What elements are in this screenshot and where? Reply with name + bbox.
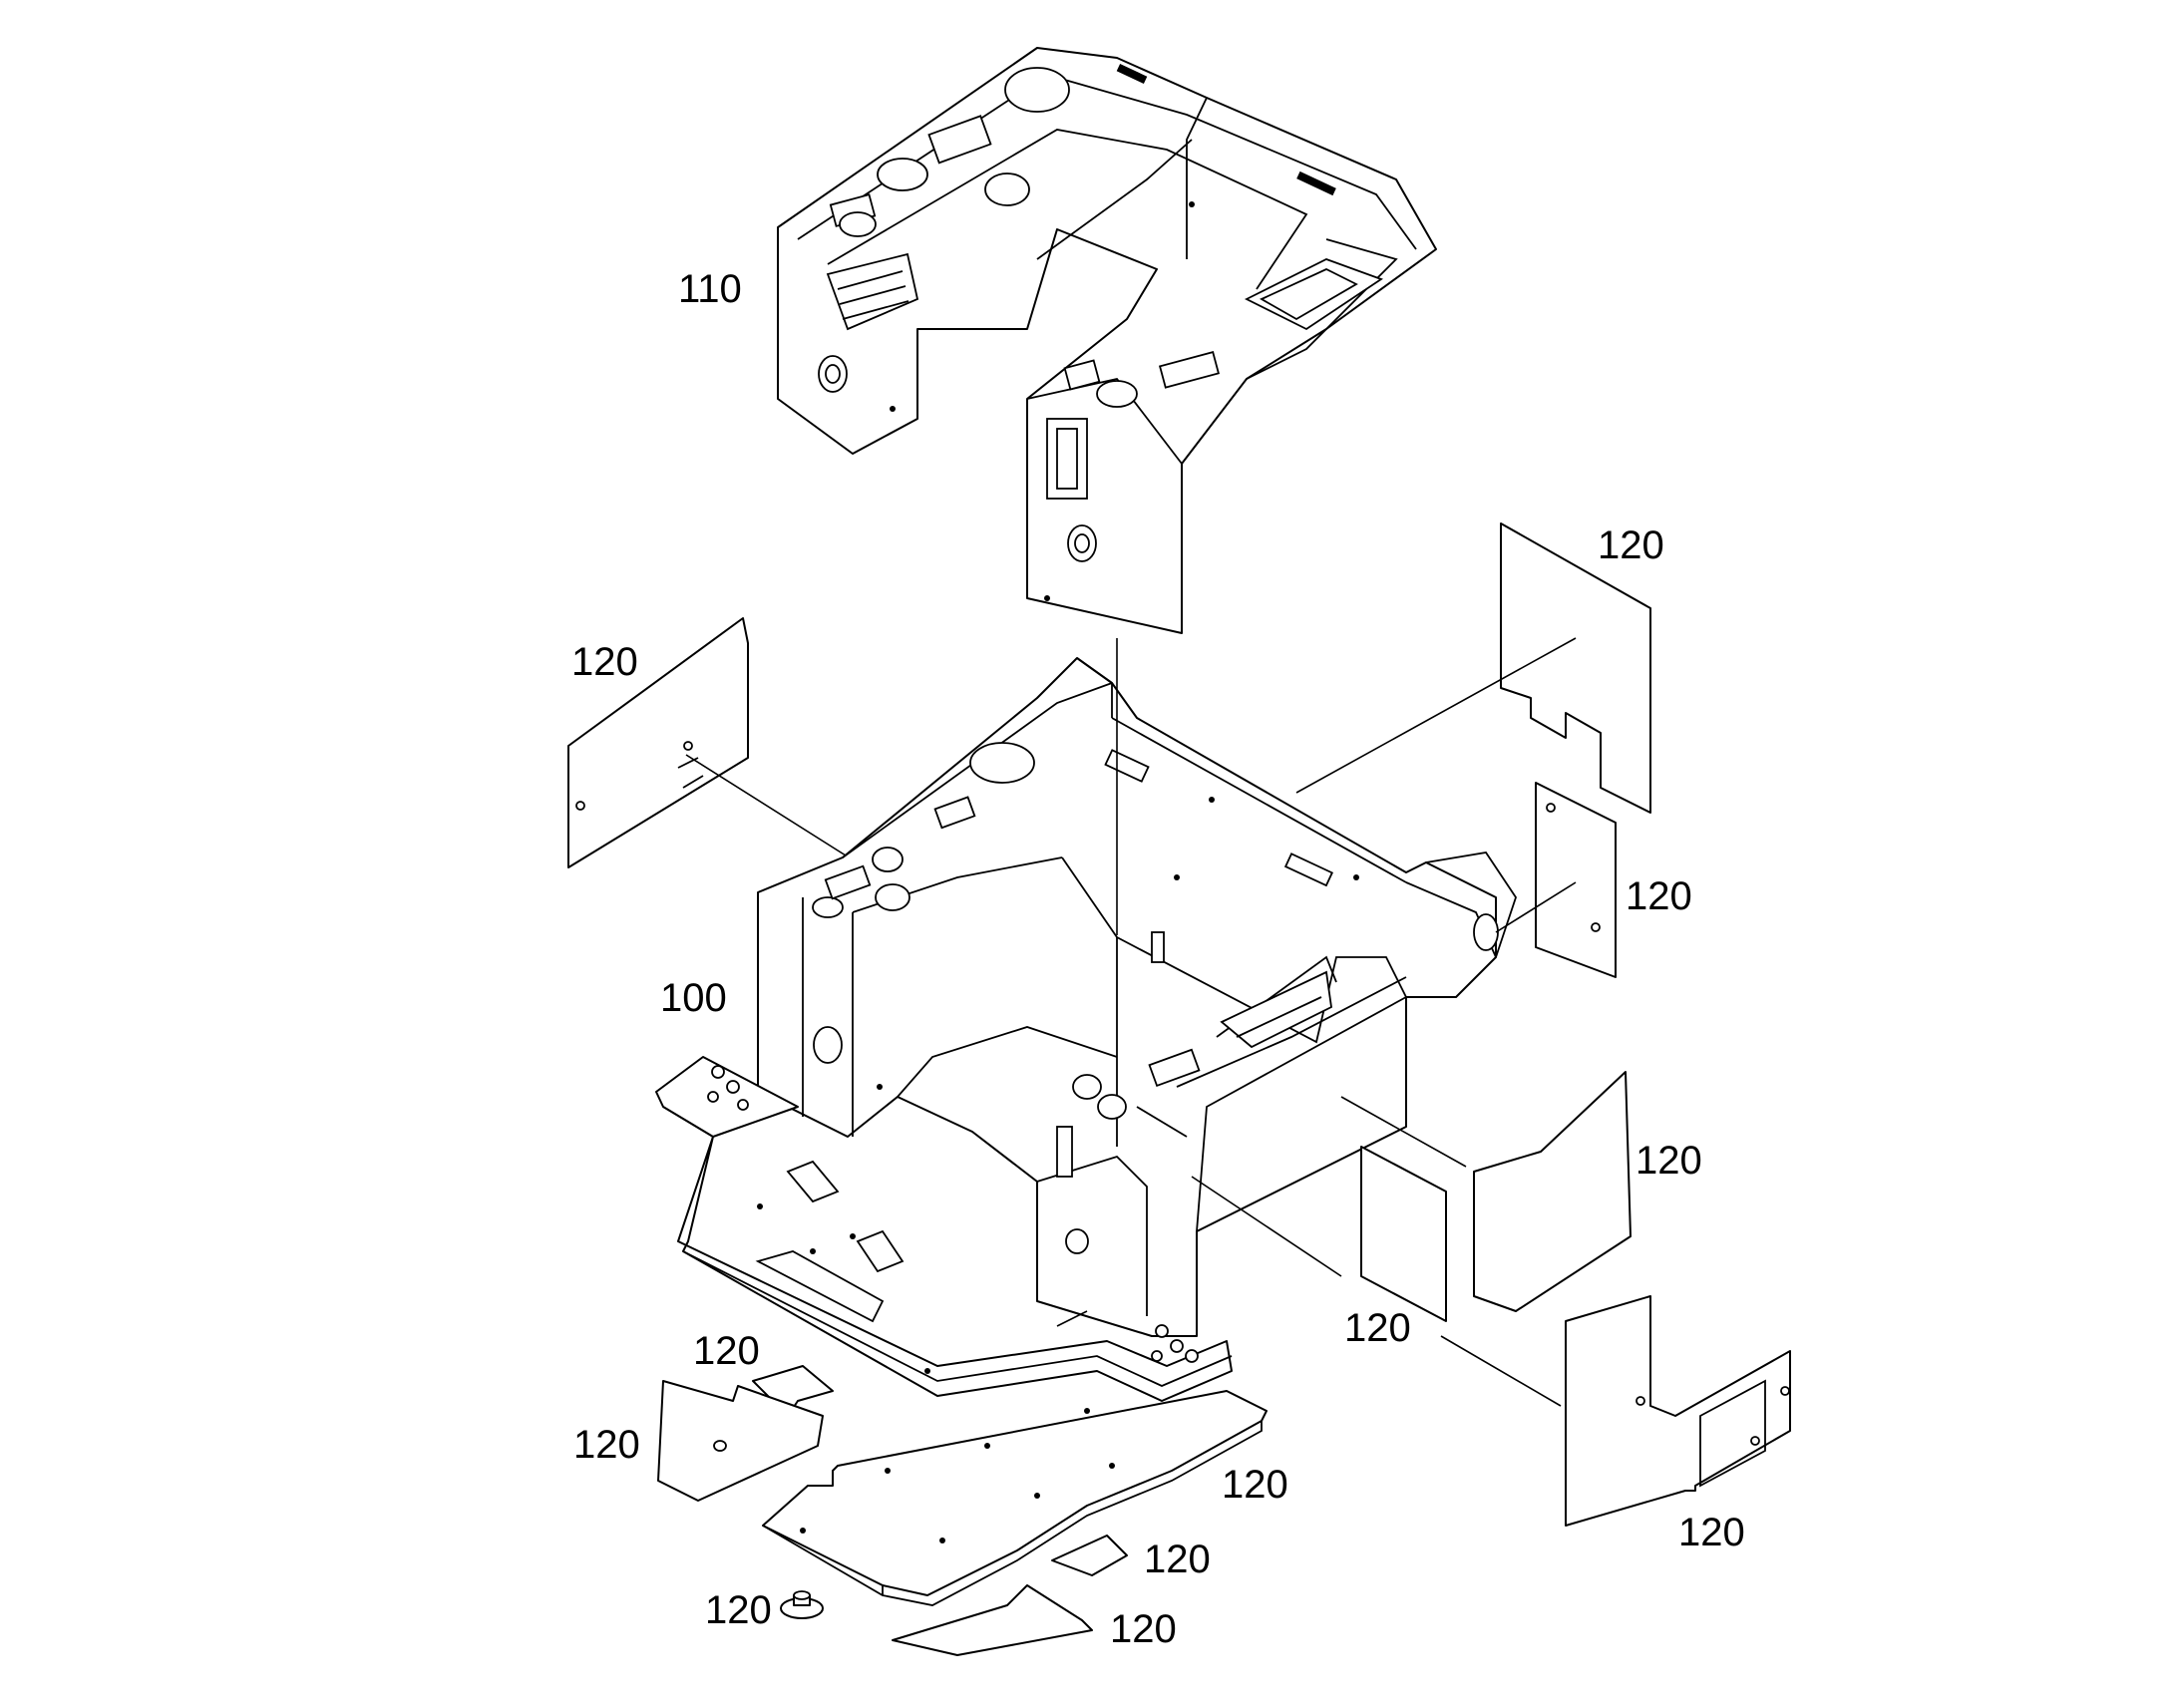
label-120-front-large: 120 <box>1635 1139 1702 1183</box>
panel-upper-right <box>1500 522 1651 814</box>
foot-mount <box>780 1590 824 1619</box>
panel-front-small <box>1360 1146 1447 1322</box>
floor-mat-panel <box>762 1390 1268 1606</box>
chassis-frame-part-100 <box>757 657 1517 1337</box>
assembly-lines <box>685 637 1577 1407</box>
label-120-bottom-strip: 120 <box>1110 1607 1177 1651</box>
label-120-lower-left: 120 <box>573 1423 640 1467</box>
label-120-foot: 120 <box>705 1588 772 1632</box>
label-100: 100 <box>660 976 727 1020</box>
console-frame-part-110 <box>777 47 1437 634</box>
label-120-front-small: 120 <box>1344 1306 1411 1350</box>
panel-lower-left <box>657 1380 824 1502</box>
label-120-floor-plate: 120 <box>1222 1463 1288 1507</box>
label-120-left-panel: 120 <box>571 640 638 684</box>
label-120-upper-right: 120 <box>1598 523 1664 567</box>
label-120-small-top: 120 <box>693 1329 760 1373</box>
pad-small-bottom <box>1051 1535 1128 1576</box>
label-120-rear-cover: 120 <box>1678 1511 1745 1554</box>
label-120-right-plate: 120 <box>1626 874 1692 918</box>
plate-right <box>1535 782 1617 978</box>
panel-rear-cover <box>1565 1295 1791 1527</box>
base-plate <box>655 1056 1233 1402</box>
callout-labels: 110 100 120 120 120 120 120 120 120 120 … <box>571 267 1745 1651</box>
strip-bottom <box>892 1584 1093 1656</box>
label-110: 110 <box>678 267 742 311</box>
label-120-small-piece: 120 <box>1144 1537 1211 1581</box>
panel-front-large <box>1473 1071 1632 1312</box>
